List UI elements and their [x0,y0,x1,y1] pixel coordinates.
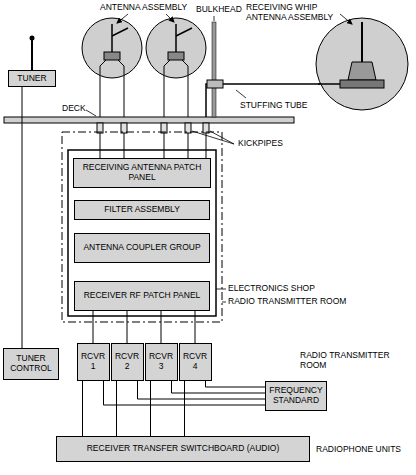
deck-plate [4,117,294,123]
patch-panel-box: RECEIVER RF PATCH PANEL [74,281,210,311]
part-label: RADIOPHONE UNITS [316,444,401,454]
part-label: STUFFING TUBE [240,100,307,110]
antenna-detail-circle [82,18,142,78]
part-label: BULKHEAD [196,4,242,14]
connector-line [93,311,94,343]
box-label: RCVR 3 [148,352,175,372]
bulkhead-wall [212,22,216,117]
stuffing-tube [207,80,223,88]
connector-line [161,311,162,343]
feed-wire [100,60,106,117]
box-label: FREQUENCY STANDARD [268,386,324,406]
feed-wire [118,60,124,117]
feed-wires [100,123,206,158]
feed-wire [318,83,340,85]
antenna-insulator [348,62,376,80]
connector-line [184,381,185,436]
antenna-rod [175,24,177,52]
connector-line [206,381,266,387]
connector-line [127,311,128,343]
box-label: TUNER [17,74,46,84]
connector-line [195,311,196,343]
antenna-arm [176,28,192,36]
box-label: RCVR 2 [114,352,141,372]
receiver-box: RCVR 4 [179,343,212,381]
box-label: RCVR 4 [182,352,209,372]
part-label: ANTENNA ASSEMBLY [100,2,187,12]
box-label: RECEIVER RF PATCH PANEL [84,291,201,301]
patch-panel-box: RECEIVING ANTENNA PATCH PANEL [73,158,211,188]
feed-wire [182,60,188,117]
antenna-detail-circle [316,18,408,110]
whip-antenna [31,40,33,70]
tuner-box: TUNER [8,70,56,87]
connector-line [150,381,151,436]
feed-wire [164,60,170,117]
whip-antenna [361,22,363,62]
antenna-base [104,52,120,60]
box-label: FILTER ASSEMBLY [104,205,180,215]
box-label: RECEIVER TRANSFER SWITCHBOARD (AUDIO) [87,444,280,454]
receiver-box: RCVR 3 [145,343,178,381]
frequency-box: FREQUENCY STANDARD [265,381,327,411]
part-label: KICKPIPES [238,138,283,148]
part-label: ELECTRONICS SHOP [228,283,315,293]
box-label: TUNER CONTROL [6,354,56,374]
antenna-rod [111,24,113,52]
part-label: RECEIVING WHIP ANTENNA ASSEMBLY [246,2,338,22]
antenna-bracket [340,80,384,88]
part-label: RADIO TRANSMITTER ROOM [228,296,346,306]
switchboard-box: RECEIVER TRANSFER SWITCHBOARD (AUDIO) [56,436,310,462]
part-label: RADIO TRANSMITTER ROOM [300,350,400,370]
coupler-box: ANTENNA COUPLER GROUP [74,233,210,263]
antenna-arm [112,28,128,36]
control-box: TUNER CONTROL [3,348,59,380]
box-label: RECEIVING ANTENNA PATCH PANEL [76,163,208,183]
part-label: DECK [62,103,86,113]
box-label: ANTENNA COUPLER GROUP [83,243,200,253]
connector-line [22,87,23,348]
filter-box: FILTER ASSEMBLY [74,200,210,220]
receiver-box: RCVR 1 [77,343,110,381]
connector-line [172,381,266,393]
antenna-base [168,52,184,60]
connector-line [116,381,117,436]
feed-wire [206,84,320,117]
receiver-box: RCVR 2 [111,343,144,381]
shop-boundary [68,150,216,316]
box-label: RCVR 1 [80,352,107,372]
whip-tip [30,36,35,41]
connector-line [82,381,83,436]
connector-line [138,381,266,399]
room-boundary [62,132,222,322]
antenna-detail-circle [146,18,206,78]
